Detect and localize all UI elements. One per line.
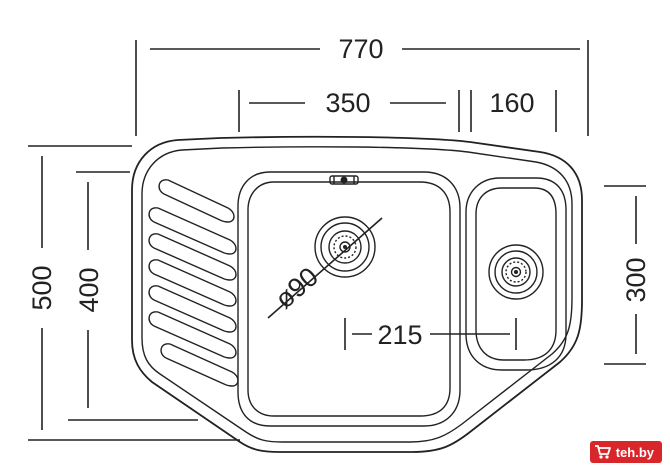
main-bowl-inner	[247, 181, 451, 417]
small-drain-icon	[488, 244, 544, 300]
small-bowl-inner	[475, 187, 557, 361]
drainboard-rib	[158, 179, 235, 223]
drainboard-rib	[148, 259, 237, 307]
drainboard-rib	[148, 207, 237, 255]
shopping-cart-icon	[594, 445, 611, 459]
drainboard-rib	[148, 285, 237, 333]
main-drain-icon	[314, 216, 376, 278]
small-bowl-outer	[465, 177, 567, 371]
overflow-icon	[329, 175, 359, 185]
drain-diameter-leader	[267, 217, 383, 319]
drain-spacing-label: 215	[377, 320, 422, 350]
teh-by-watermark: teh.by	[589, 441, 662, 463]
main-bowl-outer	[237, 171, 461, 427]
total-depth-label: 500	[27, 265, 57, 310]
small-bowl-depth-label: 300	[621, 257, 651, 302]
small-bowl-width-label: 160	[489, 88, 534, 118]
drainboard-rib	[148, 233, 237, 281]
drainboard-rib	[148, 311, 237, 359]
drainboard-depth-label: 400	[74, 267, 104, 312]
total-width-label: 770	[338, 34, 383, 64]
drainboard-ribs	[148, 179, 239, 387]
sink-outline	[131, 135, 583, 453]
watermark-text: teh.by	[615, 444, 654, 460]
sink-outline-inner	[141, 146, 573, 443]
main-bowl-width-label: 350	[325, 88, 370, 118]
